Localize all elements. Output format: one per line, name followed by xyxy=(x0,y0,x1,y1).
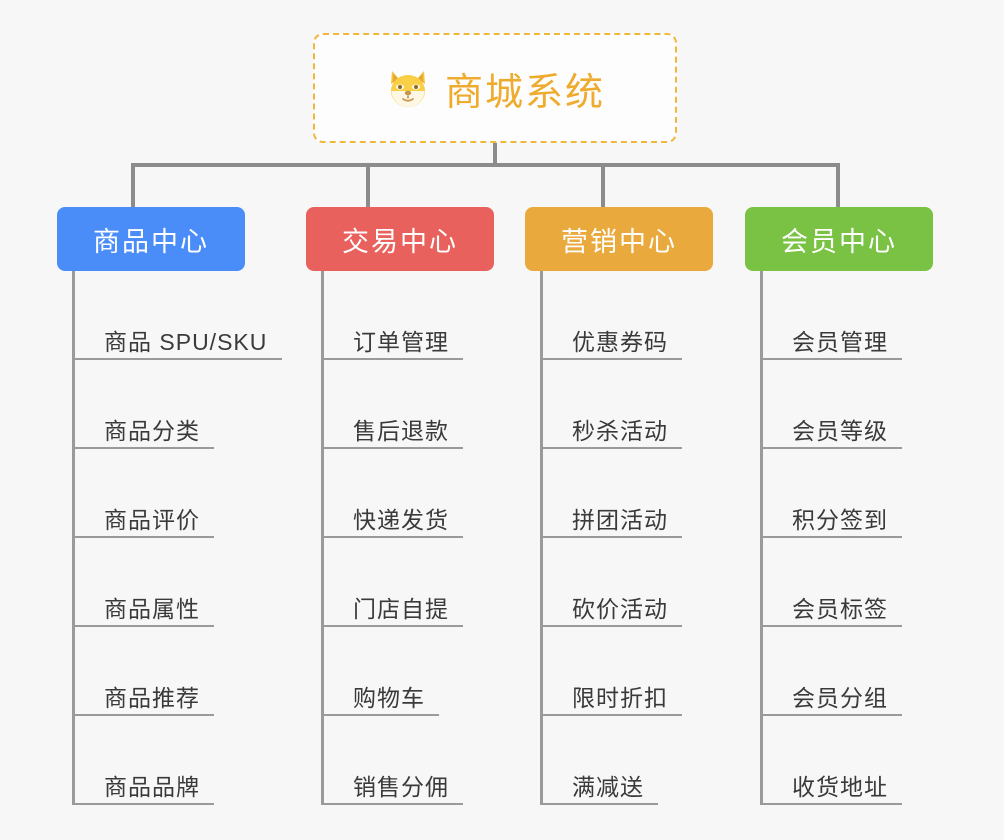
leaf-underline xyxy=(72,625,214,627)
connector-branch-4 xyxy=(836,163,840,207)
branch-label: 商品中心 xyxy=(93,226,209,257)
leaf-item[interactable]: 积分签到 xyxy=(760,449,990,538)
leaf-label: 销售分佣 xyxy=(353,774,449,800)
leaf-item[interactable]: 商品分类 xyxy=(72,360,302,449)
leaf-item[interactable]: 售后退款 xyxy=(321,360,551,449)
leaf-label: 积分签到 xyxy=(792,507,888,533)
leaf-underline xyxy=(540,358,682,360)
leaf-label: 商品评价 xyxy=(104,507,200,533)
leaf-item[interactable]: 购物车 xyxy=(321,627,551,716)
branch-node-营销中心[interactable]: 营销中心 xyxy=(525,207,713,271)
leaf-underline xyxy=(760,714,902,716)
leaf-item[interactable]: 订单管理 xyxy=(321,271,551,360)
leaf-item[interactable]: 秒杀活动 xyxy=(540,360,770,449)
leaf-column-1: 商品 SPU/SKU 商品分类 商品评价 商品属性 商品推荐 商品品牌 xyxy=(72,271,302,805)
leaf-label: 会员等级 xyxy=(792,418,888,444)
leaf-underline xyxy=(321,447,463,449)
leaf-item[interactable]: 限时折扣 xyxy=(540,627,770,716)
leaf-label: 商品属性 xyxy=(104,596,200,622)
leaf-underline xyxy=(540,625,682,627)
leaf-item[interactable]: 会员等级 xyxy=(760,360,990,449)
root-node[interactable]: 商城系统 xyxy=(313,33,677,143)
leaf-item[interactable]: 拼团活动 xyxy=(540,449,770,538)
connector-branch-3 xyxy=(601,163,605,207)
leaf-label: 收货地址 xyxy=(792,774,888,800)
leaf-label: 优惠券码 xyxy=(572,329,668,355)
leaf-underline xyxy=(321,536,463,538)
leaf-item[interactable]: 砍价活动 xyxy=(540,538,770,627)
leaf-label: 砍价活动 xyxy=(572,596,668,622)
leaf-label: 会员管理 xyxy=(792,329,888,355)
leaf-item[interactable]: 商品评价 xyxy=(72,449,302,538)
leaf-underline xyxy=(72,536,214,538)
branch-label: 交易中心 xyxy=(342,226,458,257)
leaf-underline xyxy=(321,625,463,627)
leaf-label: 售后退款 xyxy=(353,418,449,444)
leaf-underline xyxy=(760,803,902,805)
connector-root-stem xyxy=(493,143,497,165)
connector-horizontal-bus xyxy=(131,163,838,167)
leaf-item[interactable]: 销售分佣 xyxy=(321,716,551,805)
leaf-spine xyxy=(760,271,763,805)
shiba-dog-face-icon xyxy=(385,65,431,111)
leaf-label: 满减送 xyxy=(572,774,644,800)
leaf-underline xyxy=(760,358,902,360)
connector-branch-2 xyxy=(366,163,370,207)
leaf-item[interactable]: 会员标签 xyxy=(760,538,990,627)
leaf-column-4: 会员管理 会员等级 积分签到 会员标签 会员分组 收货地址 xyxy=(760,271,990,805)
leaf-item[interactable]: 商品推荐 xyxy=(72,627,302,716)
leaf-underline xyxy=(760,536,902,538)
branch-node-商品中心[interactable]: 商品中心 xyxy=(57,207,245,271)
branch-node-交易中心[interactable]: 交易中心 xyxy=(306,207,494,271)
branch-node-会员中心[interactable]: 会员中心 xyxy=(745,207,933,271)
leaf-column-3: 优惠券码 秒杀活动 拼团活动 砍价活动 限时折扣 满减送 xyxy=(540,271,770,805)
leaf-item[interactable]: 会员管理 xyxy=(760,271,990,360)
leaf-underline xyxy=(760,447,902,449)
leaf-label: 快递发货 xyxy=(353,507,449,533)
leaf-spine xyxy=(321,271,324,805)
leaf-item[interactable]: 商品品牌 xyxy=(72,716,302,805)
leaf-underline xyxy=(72,803,214,805)
root-title: 商城系统 xyxy=(444,71,605,114)
leaf-item[interactable]: 门店自提 xyxy=(321,538,551,627)
leaf-underline xyxy=(540,714,682,716)
leaf-label: 门店自提 xyxy=(353,596,449,622)
leaf-underline xyxy=(72,358,282,360)
leaf-underline xyxy=(540,803,658,805)
leaf-underline xyxy=(540,536,682,538)
leaf-underline xyxy=(321,358,463,360)
leaf-underline xyxy=(760,625,902,627)
leaf-label: 购物车 xyxy=(353,685,425,711)
leaf-underline xyxy=(72,714,214,716)
leaf-label: 会员标签 xyxy=(792,596,888,622)
leaf-label: 商品推荐 xyxy=(104,685,200,711)
leaf-item[interactable]: 收货地址 xyxy=(760,716,990,805)
leaf-item[interactable]: 商品属性 xyxy=(72,538,302,627)
leaf-item[interactable]: 快递发货 xyxy=(321,449,551,538)
leaf-underline xyxy=(321,714,439,716)
leaf-label: 商品分类 xyxy=(104,418,200,444)
leaf-item[interactable]: 会员分组 xyxy=(760,627,990,716)
leaf-column-2: 订单管理 售后退款 快递发货 门店自提 购物车 销售分佣 xyxy=(321,271,551,805)
leaf-spine xyxy=(540,271,543,805)
leaf-underline xyxy=(540,447,682,449)
leaf-underline xyxy=(321,803,463,805)
leaf-label: 商品品牌 xyxy=(104,774,200,800)
leaf-label: 拼团活动 xyxy=(572,507,668,533)
leaf-underline xyxy=(72,447,214,449)
leaf-label: 限时折扣 xyxy=(572,685,668,711)
leaf-label: 订单管理 xyxy=(353,329,449,355)
leaf-label: 会员分组 xyxy=(792,685,888,711)
branch-label: 会员中心 xyxy=(781,226,897,257)
leaf-label: 商品 SPU/SKU xyxy=(104,329,268,355)
leaf-label: 秒杀活动 xyxy=(572,418,668,444)
leaf-spine xyxy=(72,271,75,805)
branch-label: 营销中心 xyxy=(561,226,677,257)
leaf-item[interactable]: 优惠券码 xyxy=(540,271,770,360)
leaf-item[interactable]: 商品 SPU/SKU xyxy=(72,271,302,360)
connector-branch-1 xyxy=(131,163,135,207)
leaf-item[interactable]: 满减送 xyxy=(540,716,770,805)
